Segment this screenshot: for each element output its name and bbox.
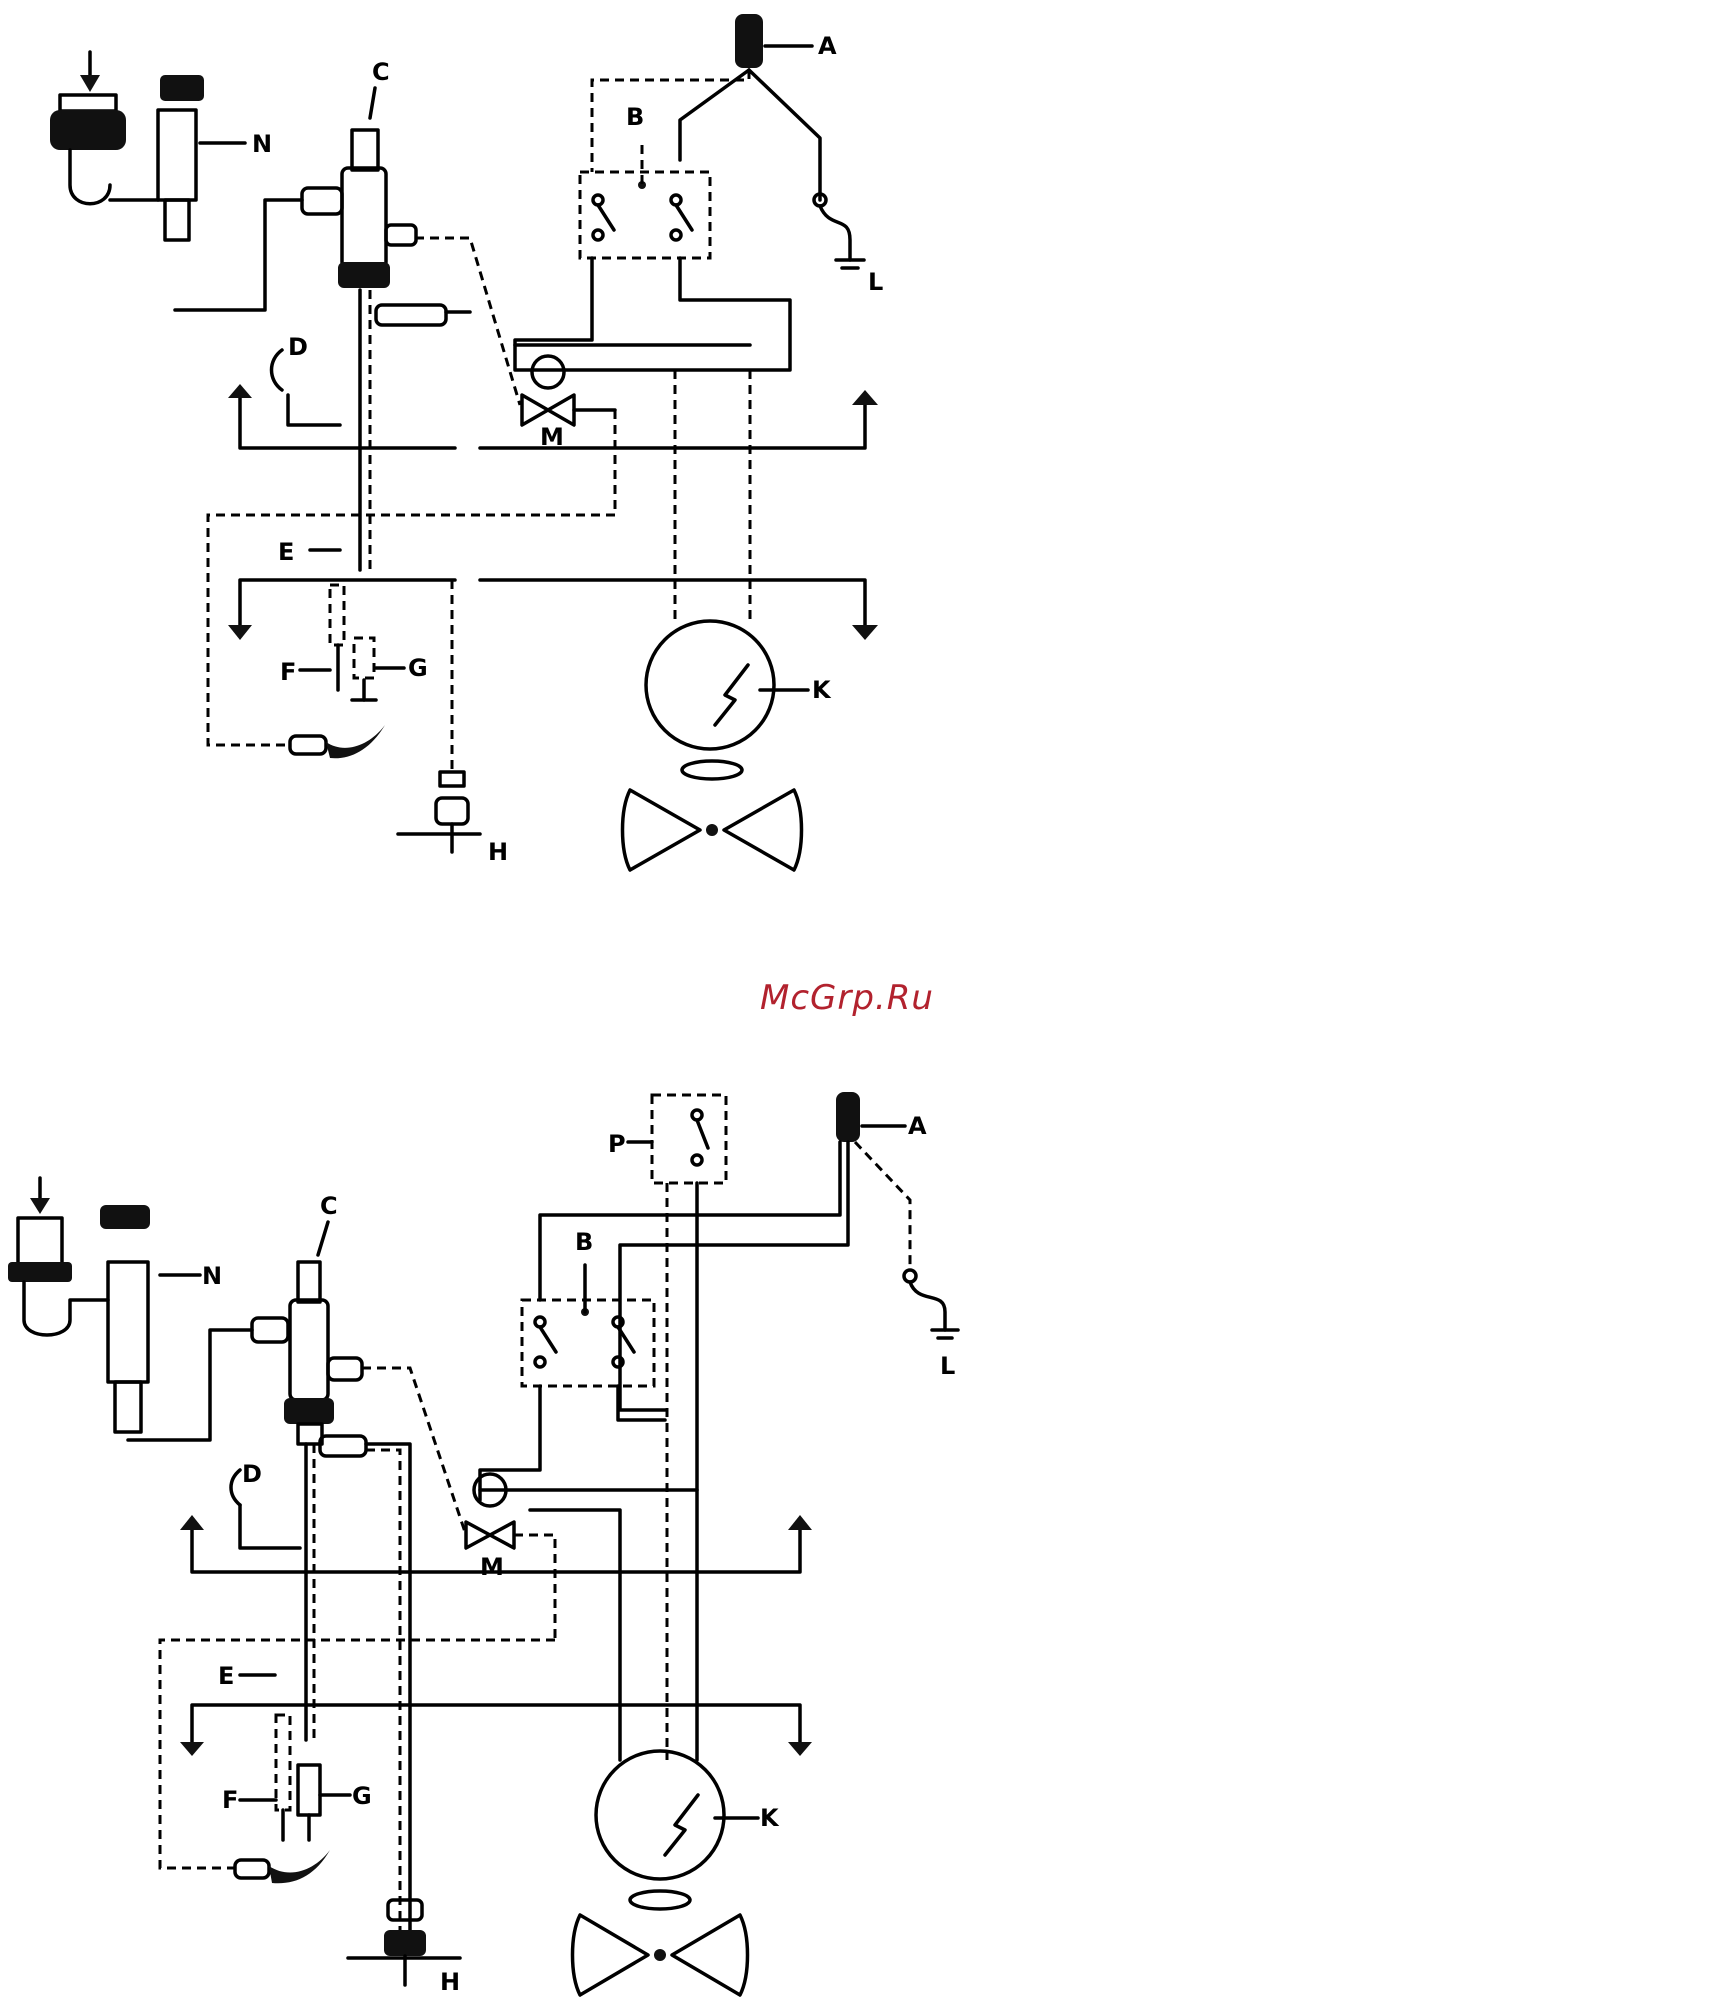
bottom-label-b: B (575, 1228, 593, 1256)
bottom-label-k: K (760, 1804, 780, 1832)
bottom-thermostat-d (231, 1470, 240, 1505)
bottom-label-h: H (440, 1968, 460, 1996)
bottom-valve-c (252, 1262, 362, 1740)
bottom-wire-a3 (855, 1142, 910, 1270)
bottom-label-d: D (242, 1460, 262, 1488)
bottom-label-l: L (940, 1352, 955, 1380)
bottom-switch-p (652, 1095, 726, 1183)
bottom-label-m: M (480, 1553, 504, 1581)
bottom-label-a: A (908, 1112, 927, 1140)
bottom-leader-c (318, 1222, 328, 1255)
bottom-motor-m (362, 1368, 555, 1640)
bottom-motor-k (573, 1751, 748, 1995)
bottom-bus-lower (192, 1705, 800, 1745)
bottom-wire-d (240, 1505, 300, 1548)
bottom-label-f: F (222, 1786, 238, 1814)
bottom-wire-b1 (480, 1386, 540, 1500)
bottom-arrow-ur (788, 1515, 812, 1530)
bottom-pilot-n (8, 1178, 150, 1432)
bottom-label-p: P (608, 1130, 626, 1158)
bottom-wire-b2 (618, 1386, 665, 1420)
bottom-plug-a (836, 1092, 905, 1142)
bottom-connector (320, 1436, 410, 1940)
bottom-label-g: G (352, 1782, 372, 1810)
bottom-arrow-ul (180, 1515, 204, 1530)
bottom-arrow-lr (788, 1742, 812, 1756)
bottom-label-n: N (202, 1262, 222, 1290)
bottom-label-c: C (320, 1192, 338, 1220)
bottom-burner (235, 1850, 330, 1883)
bottom-switch-b (522, 1265, 654, 1386)
bottom-ground-l (904, 1270, 958, 1338)
bottom-wire-m-k (530, 1510, 620, 1760)
bottom-arrow-ll (180, 1742, 204, 1756)
bottom-label-e: E (218, 1662, 234, 1690)
